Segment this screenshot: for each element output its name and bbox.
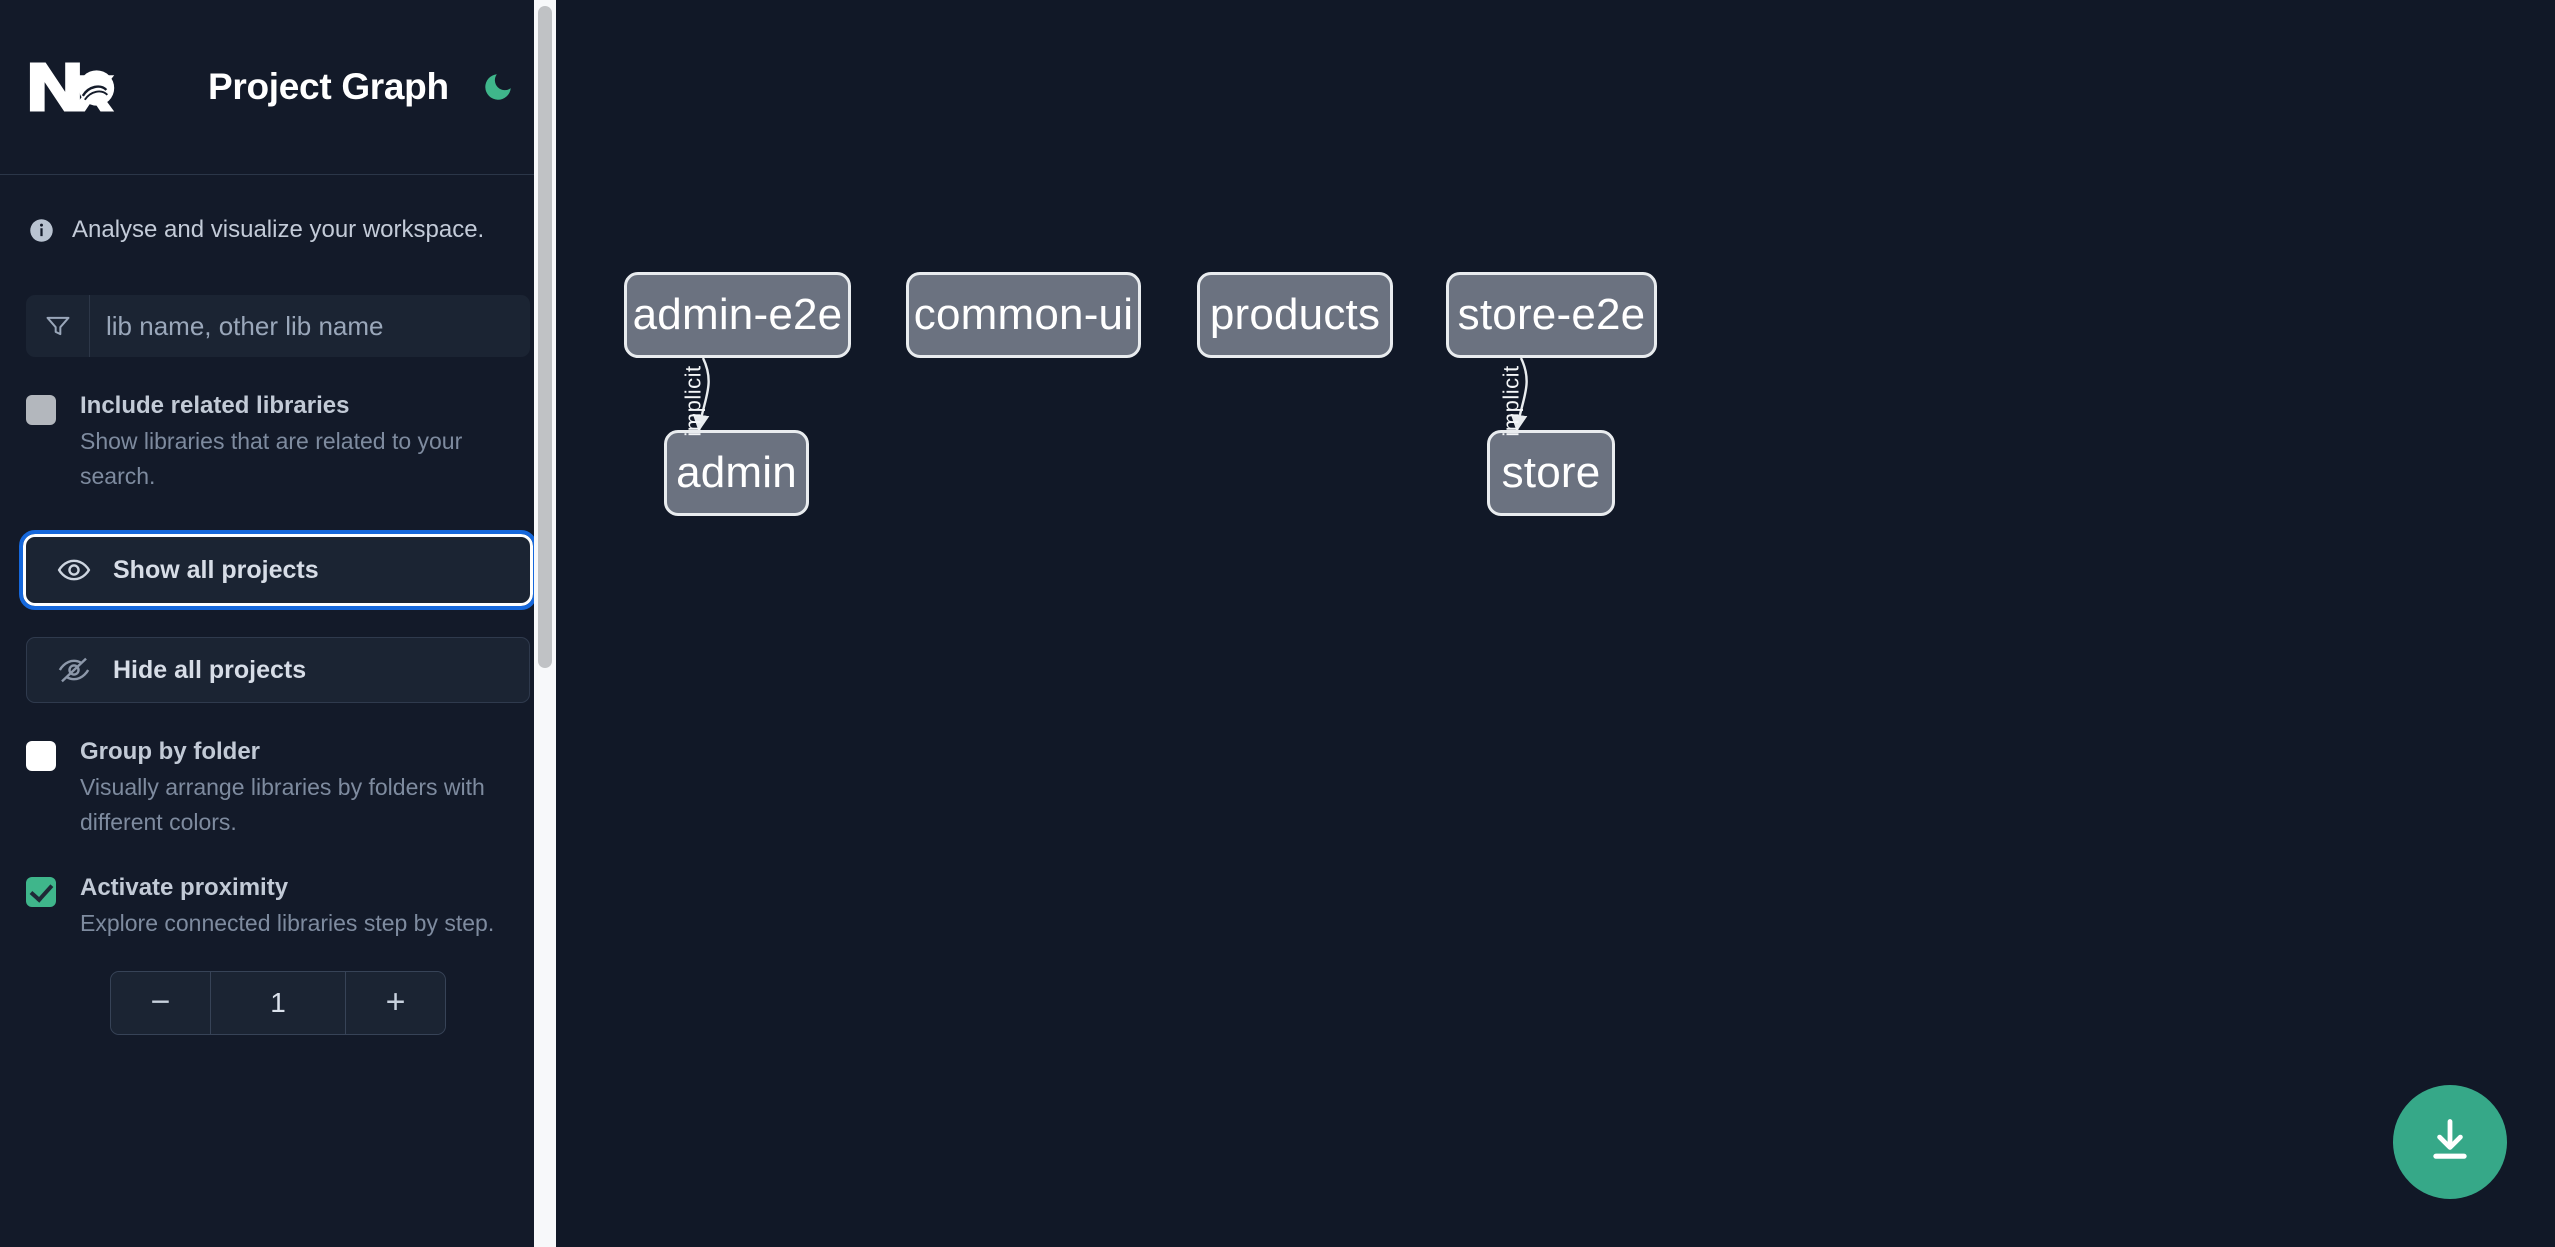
sidebar: Project Graph Analyse and visualize your… [0,0,556,1247]
group-by-folder-checkbox[interactable] [26,741,60,839]
sidebar-scrollbar-thumb[interactable] [538,6,552,668]
activate-proximity-checkbox[interactable] [26,877,60,941]
info-icon [28,217,55,244]
hide-all-projects-label: Hide all projects [113,655,307,684]
eye-icon [57,553,91,587]
option-group-by-folder[interactable]: Group by folder Visually arrange librari… [0,737,556,839]
graph-node-label: admin-e2e [632,290,843,339]
sidebar-scrollbar[interactable] [534,0,556,1247]
blurb-text: Analyse and visualize your workspace. [72,216,485,243]
graph-edge-label-admin-e2e-admin: implicit [680,365,706,437]
graph-node-label: products [1209,290,1381,339]
workspace-blurb: Analyse and visualize your workspace. [0,175,556,285]
option-include-related-libraries[interactable]: Include related libraries Show libraries… [0,391,556,493]
proximity-stepper[interactable]: − 1 + [110,970,446,1035]
show-all-projects-label: Show all projects [113,555,319,584]
graph-node-label: store-e2e [1457,290,1646,339]
filter-icon [26,295,90,357]
graph-canvas[interactable]: admin-e2e common-ui products store-e2e a… [556,0,2555,1247]
option-title: Group by folder [80,738,260,765]
graph-node-label: store [1501,448,1601,497]
option-title: Activate proximity [80,874,289,901]
proximity-decrement-button[interactable]: − [111,971,211,1034]
graph-node-products[interactable]: products [1197,272,1393,358]
graph-node-label: admin [676,448,797,497]
visibility-button-group: Show all projects Hide all projects [0,530,556,703]
moon-icon[interactable] [479,68,517,106]
graph-node-label: common-ui [913,290,1134,339]
option-activate-proximity[interactable]: Activate proximity Explore connected lib… [0,873,556,941]
search-row [0,295,556,357]
graph-edge-label-store-e2e-store: implicit [1498,365,1524,437]
proximity-increment-button[interactable]: + [345,971,445,1034]
include-related-libraries-checkbox[interactable] [26,395,60,493]
nx-logo-icon [26,54,124,120]
hide-all-projects-button[interactable]: Hide all projects [26,637,530,703]
option-title: Include related libraries [80,392,350,419]
show-all-projects-button[interactable]: Show all projects [19,530,537,610]
graph-edges [692,357,1528,432]
proximity-stepper-row: − 1 + [0,970,556,1035]
option-description: Show libraries that are related to your … [80,428,463,489]
eye-off-icon [57,653,91,687]
page-title: Project Graph [208,66,449,107]
search-input[interactable] [90,295,530,357]
download-graph-button[interactable] [2393,1085,2507,1199]
download-icon [2424,1115,2476,1170]
option-description: Visually arrange libraries by folders wi… [80,774,485,835]
sidebar-header: Project Graph [0,0,556,175]
graph-node-admin-e2e[interactable]: admin-e2e [624,272,851,358]
graph-node-store[interactable]: store [1487,430,1615,516]
proximity-value: 1 [211,971,345,1034]
search-box[interactable] [26,295,530,357]
graph-node-store-e2e[interactable]: store-e2e [1446,272,1657,358]
graph-node-admin[interactable]: admin [664,430,809,516]
graph-node-common-ui[interactable]: common-ui [906,272,1141,358]
option-description: Explore connected libraries step by step… [80,910,495,936]
